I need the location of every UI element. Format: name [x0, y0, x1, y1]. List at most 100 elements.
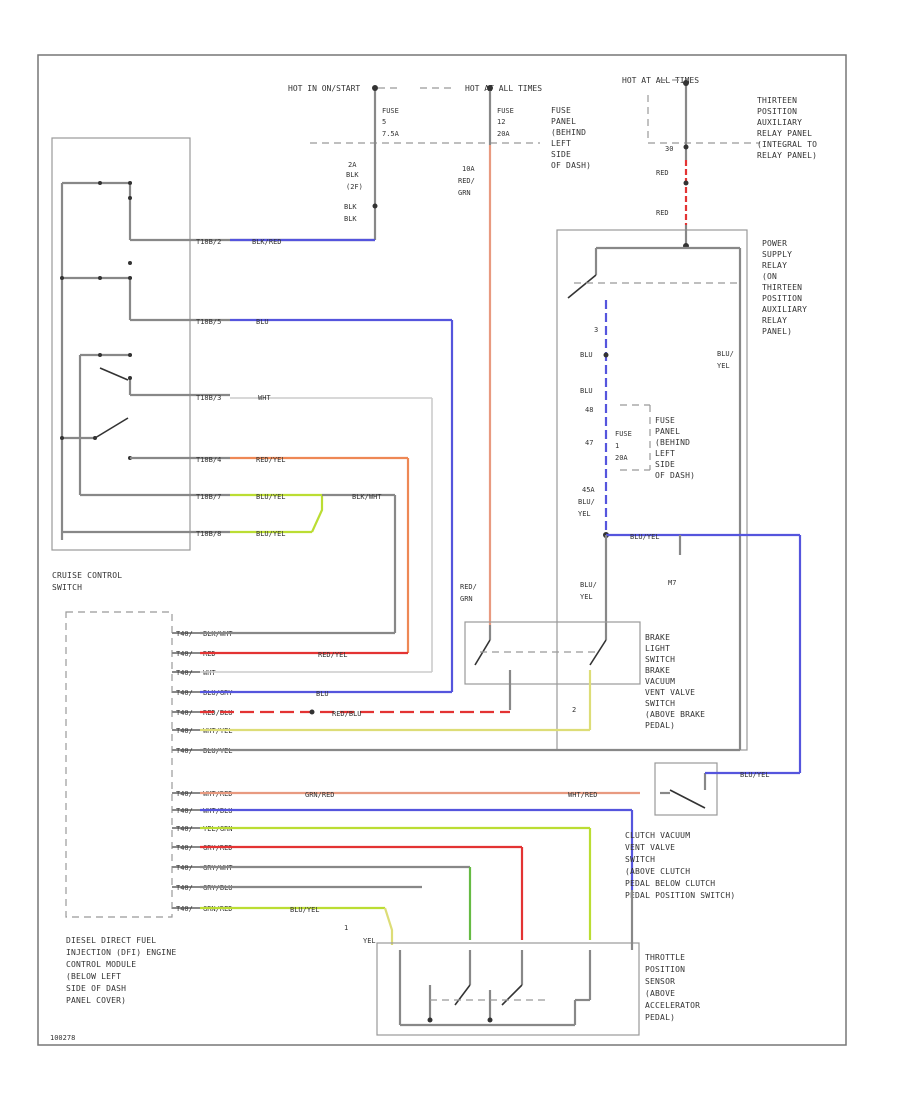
cruise-switch-internals [60, 181, 132, 540]
svg-text:FUSE: FUSE [655, 416, 675, 425]
svg-text:SWITCH: SWITCH [645, 699, 675, 708]
svg-text:SENSOR: SENSOR [645, 977, 675, 986]
pin-label: 48 [585, 406, 593, 414]
cruise-control-switch-box [51, 137, 191, 551]
fuse-lower-panel-label: FUSE PANEL (BEHIND LEFT SIDE OF DASH) [655, 416, 695, 480]
svg-text:OF DASH): OF DASH) [551, 161, 591, 170]
svg-text:OF DASH): OF DASH) [655, 471, 695, 480]
svg-text:SWITCH: SWITCH [52, 583, 82, 592]
svg-text:PEDAL BELOW CLUTCH: PEDAL BELOW CLUTCH [625, 879, 715, 888]
wire-label-yel: YEL [363, 937, 376, 945]
svg-text:LEFT: LEFT [551, 139, 571, 148]
wire-label-red: RED [656, 209, 669, 217]
pin-label: T18B/5 [196, 318, 221, 326]
splice-dot [372, 203, 378, 209]
diagram-code: 100278 [50, 1034, 75, 1042]
clutch-switch-box [654, 762, 718, 816]
splice-dot [309, 709, 315, 715]
wire-label-blu-yel: BLU/ [580, 581, 597, 589]
svg-text:(ABOVE: (ABOVE [645, 989, 675, 998]
splice-dot [372, 85, 378, 91]
wire-label-red-grn: GRN [460, 595, 473, 603]
contact-dot [128, 376, 132, 380]
ecm-pin-number: T40/ [176, 825, 193, 833]
wire-label-blu-yel: YEL [717, 362, 730, 370]
pin-label: 47 [585, 439, 593, 447]
svg-text:BRAKE: BRAKE [645, 666, 670, 675]
contact-dot [93, 436, 97, 440]
svg-text:SIDE: SIDE [551, 150, 571, 159]
svg-text:7.5A: 7.5A [382, 130, 400, 138]
svg-text:PANEL COVER): PANEL COVER) [66, 996, 126, 1005]
wire-label-blu: BLU [580, 387, 593, 395]
svg-text:(ABOVE BRAKE: (ABOVE BRAKE [645, 710, 705, 719]
svg-text:INJECTION (DFI) ENGINE: INJECTION (DFI) ENGINE [66, 948, 176, 957]
svg-text:PEDAL): PEDAL) [645, 721, 675, 730]
svg-text:PANEL: PANEL [551, 117, 576, 126]
svg-text:PEDAL POSITION SWITCH): PEDAL POSITION SWITCH) [625, 891, 735, 900]
svg-text:BLU/: BLU/ [578, 498, 595, 506]
ecm-pin-number: T40/ [176, 905, 193, 913]
pin-label: T18B/7 [196, 493, 221, 501]
svg-text:PANEL: PANEL [655, 427, 680, 436]
contact-dot [128, 181, 132, 185]
wire-label-red-blu: RED/BLU [332, 710, 362, 718]
wire-label-wht-red: WHT/RED [568, 791, 598, 799]
relay-switch-arm [567, 274, 597, 299]
wire-label-red-yel: RED/YEL [318, 651, 348, 659]
svg-text:THROTTLE: THROTTLE [645, 953, 685, 962]
svg-text:LEFT: LEFT [655, 449, 675, 458]
svg-text:12: 12 [497, 118, 505, 126]
svg-text:SUPPLY: SUPPLY [762, 250, 792, 259]
splice-dot [683, 80, 689, 86]
svg-text:BLK: BLK [344, 203, 357, 211]
splice-dot [427, 1017, 433, 1023]
svg-text:CONTROL MODULE: CONTROL MODULE [66, 960, 136, 969]
svg-text:POSITION: POSITION [757, 107, 797, 116]
wire-label-m7: M7 [668, 579, 676, 587]
wire-label-blk-wht: BLK/WHT [352, 493, 382, 501]
svg-text:GRN: GRN [458, 189, 471, 197]
svg-text:(INTEGRAL TO: (INTEGRAL TO [757, 140, 817, 149]
wire-label-blu-yel: BLU/YEL [740, 771, 770, 779]
svg-text:POSITION: POSITION [762, 294, 802, 303]
tps-label: THROTTLE POSITION SENSOR (ABOVE ACCELERA… [645, 953, 700, 1022]
svg-text:VENT VALVE: VENT VALVE [645, 688, 695, 697]
tps-internals [398, 890, 634, 1027]
svg-text:VENT VALVE: VENT VALVE [625, 843, 675, 852]
ecm-pin-number: T40/ [176, 807, 193, 815]
splice-dot [683, 144, 689, 150]
svg-text:RELAY PANEL: RELAY PANEL [757, 129, 812, 138]
splice-dot [487, 1017, 493, 1023]
ecm-pin-number: T40/ [176, 864, 193, 872]
pin-label: T18B/3 [196, 394, 221, 402]
wire-label-blk-red: BLK/RED [252, 238, 282, 246]
wire-label-red: RED [656, 169, 669, 177]
svg-text:20A: 20A [615, 454, 628, 462]
fuse-12: FUSE 12 20A [497, 107, 514, 138]
ecm-pin-number: T40/ [176, 884, 193, 892]
svg-text:YEL: YEL [578, 510, 591, 518]
svg-text:RELAY: RELAY [762, 261, 787, 270]
wire-label-blk: 2A BLK (2F) BLK BLK [344, 161, 363, 223]
ecm-pin-number: T40/ [176, 630, 193, 638]
wire-label-blu-yel: BLU/ [717, 350, 734, 358]
svg-text:CLUTCH VACUUM: CLUTCH VACUUM [625, 831, 690, 840]
svg-text:(BEHIND: (BEHIND [551, 128, 586, 137]
brake-vent-switch-arm [589, 639, 607, 666]
svg-text:FUSE: FUSE [382, 107, 399, 115]
contact-dot [128, 353, 132, 357]
splice-dot [603, 352, 609, 358]
wire-label-grn-red: GRN/RED [305, 791, 335, 799]
contact-dot [60, 436, 64, 440]
switch-wire-blu-yel-join [310, 495, 324, 533]
fuse-1: 48 FUSE 1 20A 47 [585, 406, 632, 462]
svg-text:1: 1 [615, 442, 619, 450]
ecm-pin-number: T40/ [176, 709, 193, 717]
brake-switch-box [464, 621, 641, 685]
brake-switch-label: BRAKE LIGHT SWITCH BRAKE VACUUM VENT VAL… [645, 633, 705, 730]
wire-label-blu-yel: BLU/YEL [290, 906, 320, 914]
svg-text:THIRTEEN: THIRTEEN [757, 96, 797, 105]
ecm-pin-wire-label: WHT [203, 669, 216, 677]
